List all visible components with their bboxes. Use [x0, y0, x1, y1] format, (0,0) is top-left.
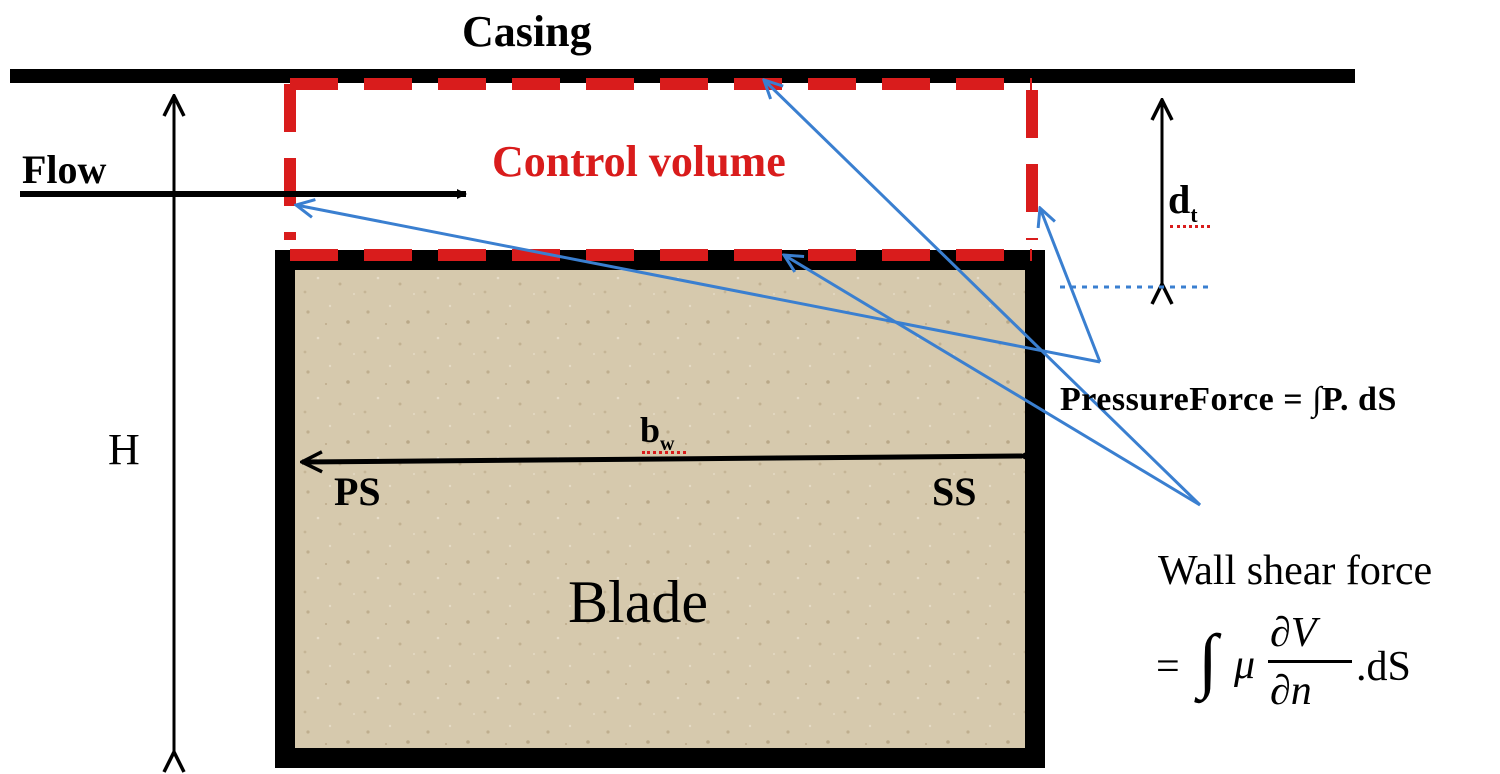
control-volume-box: [284, 78, 1038, 261]
equation-numerator: ∂V: [1270, 610, 1317, 656]
wall-shear-arrow-blade-tip: [784, 255, 1201, 507]
equation-integral: ∫: [1198, 620, 1218, 700]
flow-label: Flow: [22, 147, 107, 192]
blade-width-subscript: w: [660, 433, 675, 456]
tip-gap-spellcheck-underline: [1170, 222, 1210, 228]
equation-denominator: ∂n: [1270, 668, 1312, 714]
pressure-force-formula: PressureForce = ∫P. dS: [1060, 381, 1397, 418]
suction-side-label: SS: [932, 469, 977, 514]
blade-width-spellcheck-underline: [642, 448, 686, 454]
blade-width-symbol: b: [640, 410, 661, 450]
pressure-side-label: PS: [334, 469, 381, 514]
blade-label: Blade: [568, 569, 708, 635]
wall-shear-force-title: Wall shear force: [1158, 548, 1433, 594]
pressure-force-arrow-ps: [296, 205, 1101, 364]
blade-width-label: bw: [640, 412, 674, 454]
blade-body: [275, 250, 1045, 768]
equation-fraction-bar: [1268, 660, 1352, 663]
height-label: H: [108, 425, 140, 474]
wall-shear-arrow-casing: [764, 80, 1202, 507]
tip-gap-symbol: d: [1168, 177, 1191, 222]
equation-tail: .dS: [1356, 644, 1411, 690]
casing-label: Casing: [462, 7, 592, 56]
equation-viscosity: μ: [1234, 642, 1256, 688]
tip-gap-subscript: t: [1190, 202, 1198, 227]
control-volume-label: Control volume: [492, 137, 786, 186]
pressure-force-arrow-ss: [1040, 208, 1102, 363]
equation-equals: =: [1156, 644, 1180, 690]
tip-gap-label: dt: [1168, 180, 1198, 226]
blade-width-dimension-arrow: [302, 456, 1022, 462]
